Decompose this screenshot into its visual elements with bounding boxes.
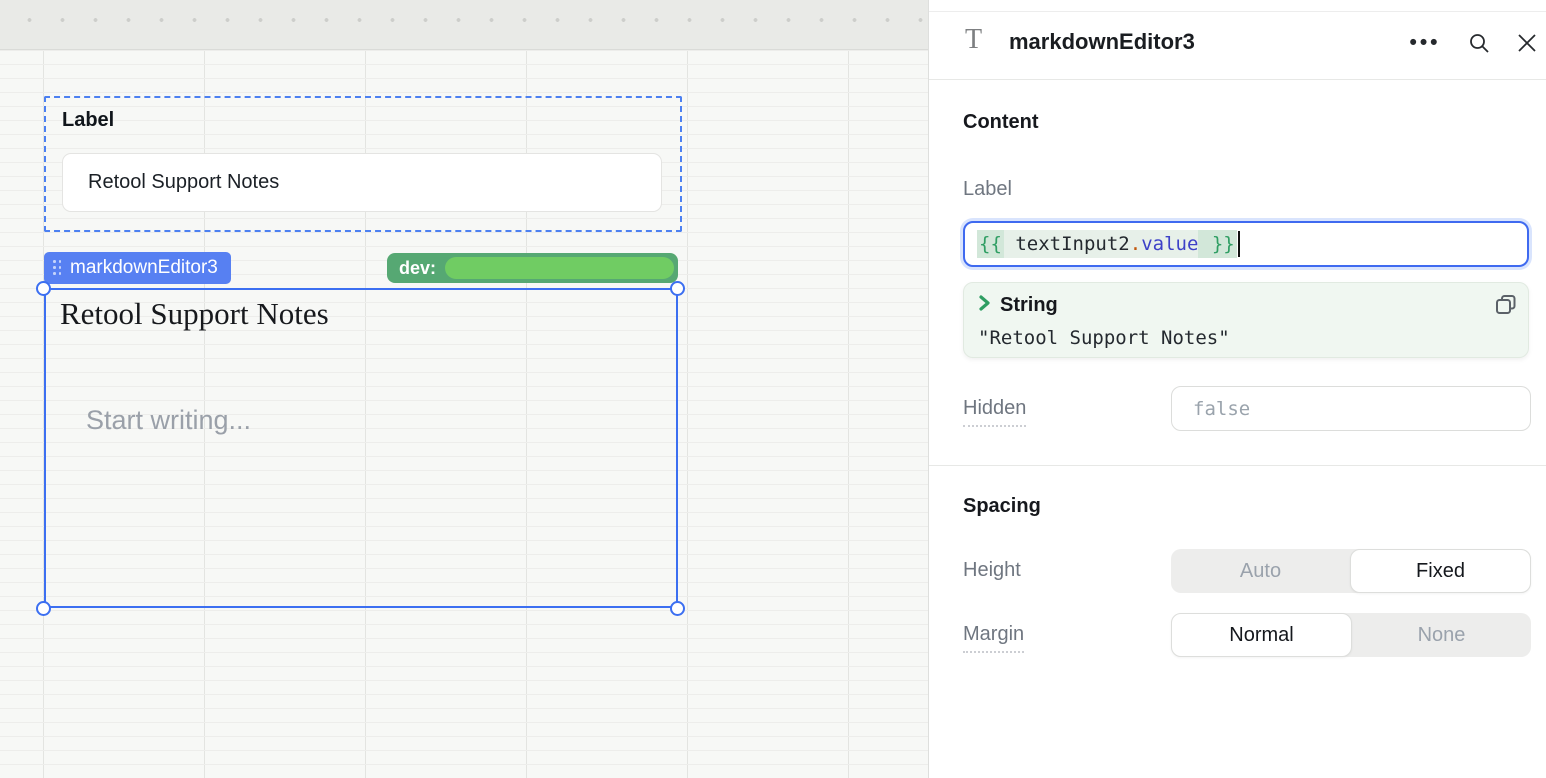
component-name-tag[interactable]: markdownEditor3 — [44, 252, 231, 284]
text-type-icon: T — [965, 24, 983, 55]
close-icon[interactable] — [1515, 31, 1539, 55]
height-field-label: Height — [963, 559, 1021, 581]
code-open-brace: {{ — [977, 230, 1004, 258]
height-option-fixed[interactable]: Fixed — [1350, 549, 1531, 593]
text-input-label: Label — [62, 109, 115, 131]
env-dev-badge-pill — [445, 257, 674, 279]
markdown-editor-selection-border[interactable] — [44, 288, 678, 608]
inspector-panel: T markdownEditor3 ••• Content Label {{ t… — [928, 0, 1546, 778]
content-section-heading: Content — [963, 111, 1039, 133]
markdown-rendered-heading: Retool Support Notes — [60, 296, 329, 331]
hidden-field-input[interactable] — [1172, 387, 1530, 430]
code-dot-token: . — [1129, 230, 1142, 258]
code-object-token: textInput2 — [1003, 230, 1130, 258]
editor-canvas[interactable]: Label markdownEditor3 dev: Retool Suppor… — [0, 0, 928, 778]
hidden-field-label-text: Hidden — [963, 397, 1027, 427]
env-dev-badge-label: dev: — [399, 257, 437, 278]
text-input-box[interactable] — [62, 153, 662, 212]
evaluation-preview-popup: String "Retool Support Notes" — [963, 282, 1529, 358]
search-icon[interactable] — [1467, 31, 1491, 55]
copy-icon[interactable] — [1494, 293, 1518, 317]
text-input-component-outline[interactable] — [44, 96, 682, 232]
resize-handle-bottom-left[interactable] — [36, 601, 51, 616]
spacing-section-heading: Spacing — [963, 495, 1041, 517]
margin-field-label: Margin — [963, 623, 1025, 653]
height-segmented-control: Auto Fixed — [1171, 549, 1531, 593]
label-code-input[interactable]: {{ textInput2.value }} — [963, 221, 1529, 267]
chevron-right-icon[interactable] — [977, 294, 993, 312]
margin-option-none[interactable]: None — [1417, 623, 1466, 646]
preview-value: "Retool Support Notes" — [978, 327, 1230, 349]
height-option-auto[interactable]: Auto — [1239, 559, 1282, 582]
margin-field-label-text: Margin — [963, 623, 1025, 653]
label-field-label: Label — [963, 178, 1012, 200]
text-caret — [1237, 231, 1240, 257]
panel-top-divider — [929, 11, 1546, 12]
margin-segmented-control: Normal None — [1171, 613, 1531, 657]
component-name-tag-label: markdownEditor3 — [70, 257, 218, 278]
hidden-field-label: Hidden — [963, 397, 1027, 427]
text-input-field[interactable] — [63, 171, 661, 194]
drag-handle-icon[interactable] — [53, 260, 62, 276]
canvas-header-grid-strip — [0, 0, 928, 50]
env-dev-badge[interactable]: dev: — [387, 253, 678, 283]
hidden-field-input-box[interactable] — [1171, 386, 1531, 431]
margin-option-normal[interactable]: Normal — [1171, 613, 1352, 657]
preview-type-label: String — [1000, 294, 1058, 316]
code-property-token: value — [1141, 230, 1199, 258]
header-divider — [929, 79, 1546, 80]
resize-handle-top-left[interactable] — [36, 281, 51, 296]
markdown-placeholder-text[interactable]: Start writing... — [86, 405, 252, 435]
resize-handle-bottom-right[interactable] — [670, 601, 685, 616]
code-close-brace: }} — [1198, 230, 1237, 258]
more-icon[interactable]: ••• — [1409, 31, 1441, 54]
section-divider — [929, 465, 1546, 466]
inspector-title: markdownEditor3 — [1009, 29, 1195, 54]
resize-handle-top-right[interactable] — [670, 281, 685, 296]
